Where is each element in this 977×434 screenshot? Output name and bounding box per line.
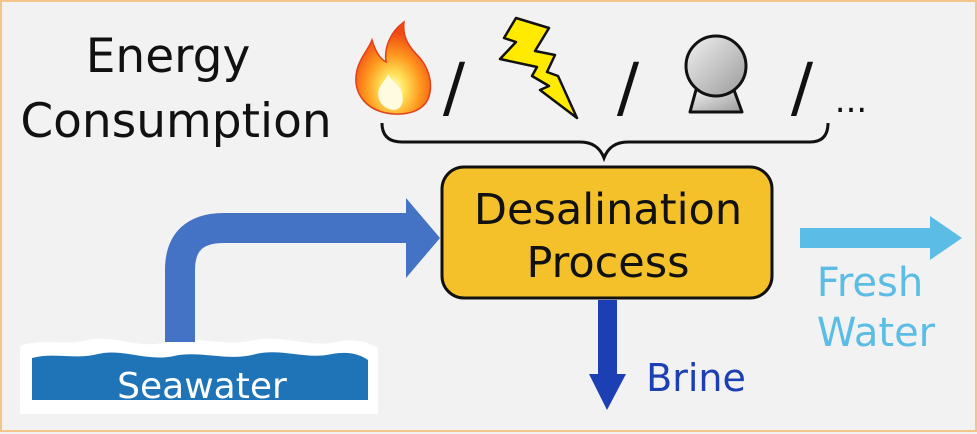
fresh-water-label-line1: Fresh [817, 260, 923, 306]
process-label-line1: Desalination [474, 185, 742, 235]
separator-slash-2: / [617, 49, 640, 126]
separator-slash-1: / [443, 49, 466, 126]
fire-icon [355, 20, 432, 115]
energy-label-line1: Energy [86, 29, 251, 84]
seawater-label: Seawater [117, 366, 287, 407]
lightning-icon [498, 16, 579, 120]
curly-brace [380, 122, 830, 163]
seawater-body [32, 352, 368, 400]
separator-slash-3: / [791, 49, 814, 126]
seawater-arrow [165, 198, 440, 342]
energy-label-line2: Consumption [20, 94, 331, 149]
brine-label: Brine [646, 356, 746, 400]
desalination-process-box [440, 165, 774, 300]
fresh-water-arrow [800, 216, 962, 260]
pump-icon [684, 34, 748, 114]
fresh-water-label-line2: Water [817, 310, 936, 356]
ellipsis: ... [835, 81, 867, 121]
process-label-line2: Process [526, 238, 689, 288]
brine-arrow [589, 300, 626, 410]
